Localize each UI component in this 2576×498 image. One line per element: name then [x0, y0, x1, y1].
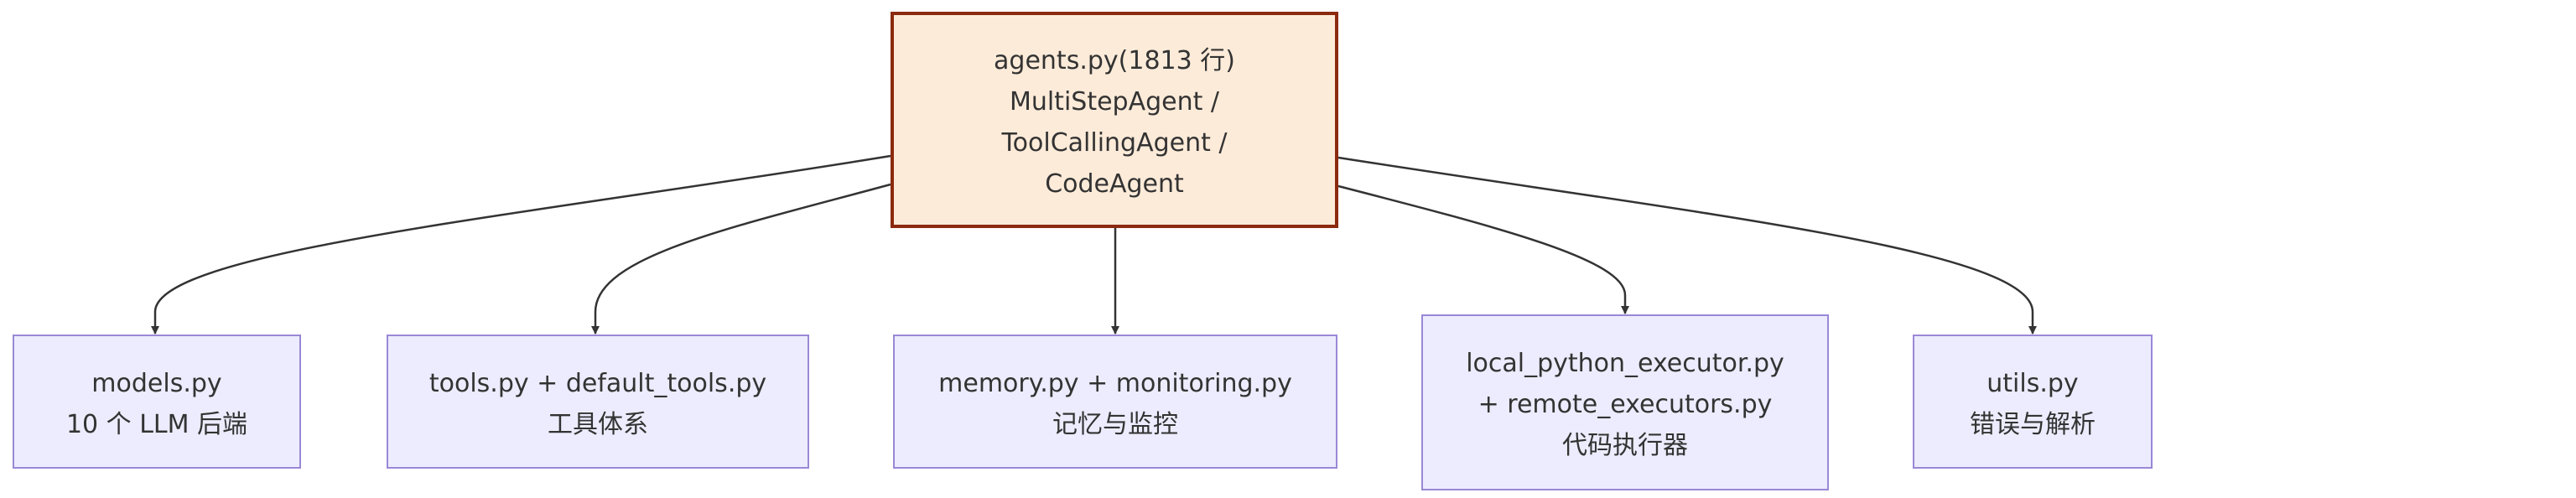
edges [151, 154, 2037, 335]
node-utils-line: utils.py [1987, 369, 2078, 398]
node-models-line: models.py [91, 369, 221, 398]
node-executors-line: local_python_executor.py [1466, 349, 1784, 378]
node-memory: memory.py + monitoring.py 记忆与监控 [893, 335, 1337, 469]
node-tools-line: tools.py + default_tools.py [429, 369, 766, 398]
node-models-box [13, 335, 301, 469]
node-utils: utils.py 错误与解析 [1913, 335, 2153, 469]
root-node-line: MultiStepAgent / [1010, 87, 1220, 117]
edge-root-to-executors [1337, 184, 1629, 314]
node-utils-line: 错误与解析 [1970, 410, 2096, 439]
root-node: agents.py(1813 行) MultiStepAgent / ToolC… [891, 12, 1338, 228]
node-tools-box [387, 335, 809, 469]
node-models: models.py 10 个 LLM 后端 [13, 335, 301, 469]
node-memory-box [893, 335, 1337, 469]
root-node-line: agents.py(1813 行) [994, 46, 1235, 75]
node-executors: local_python_executor.py + remote_execut… [1421, 314, 1829, 490]
edge-root-to-models [151, 154, 891, 335]
root-node-line: CodeAgent [1045, 169, 1184, 199]
root-node-line: ToolCallingAgent / [1000, 128, 1228, 158]
node-memory-line: memory.py + monitoring.py [938, 369, 1292, 398]
root-node-box [891, 12, 1338, 228]
node-utils-box [1913, 335, 2153, 469]
node-executors-line: + remote_executors.py [1478, 390, 1773, 419]
edge-root-to-tools [591, 183, 891, 335]
node-models-line: 10 个 LLM 后端 [66, 410, 247, 439]
node-tools-line: 工具体系 [548, 410, 648, 439]
node-memory-line: 记忆与监控 [1052, 410, 1178, 439]
edge-root-to-utils [1337, 156, 2037, 335]
node-executors-box [1421, 314, 1829, 490]
node-tools: tools.py + default_tools.py 工具体系 [387, 335, 809, 469]
node-executors-line: 代码执行器 [1562, 431, 1688, 460]
